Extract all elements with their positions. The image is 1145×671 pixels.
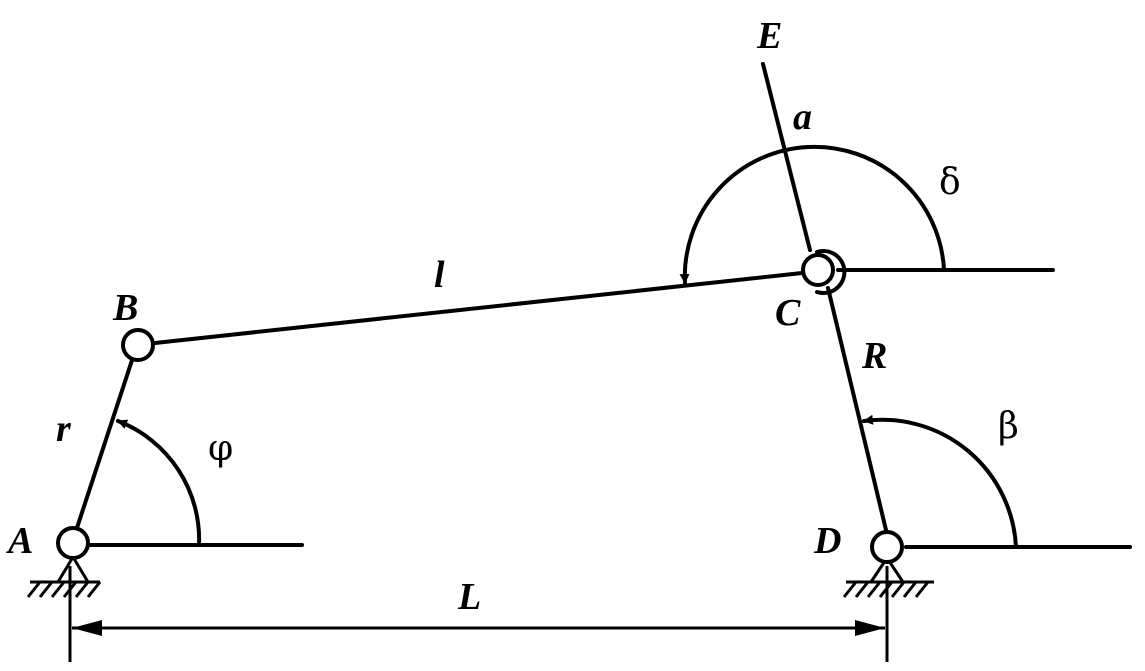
label-link-a: a (793, 96, 812, 138)
dimension-arrow-right (855, 620, 885, 636)
label-point-a: A (6, 520, 33, 562)
joint-c (801, 253, 835, 287)
label-point-d: D (813, 520, 841, 562)
dimension-arrow-left (72, 620, 102, 636)
arc-delta (679, 144, 946, 285)
link-a (761, 62, 812, 252)
arc-phi (116, 419, 202, 547)
label-link-r: r (56, 408, 72, 450)
link-R (826, 286, 888, 532)
label-dimension-L: L (457, 576, 481, 618)
label-point-c: C (775, 292, 801, 334)
label-angle-beta: β (998, 406, 1019, 447)
label-point-b: B (112, 287, 138, 329)
label-angle-delta: δ (939, 162, 961, 203)
label-link-R: R (861, 335, 887, 377)
joint-d (870, 530, 904, 564)
label-angle-phi: φ (208, 428, 233, 469)
link-r (70, 343, 139, 545)
label-link-l: l (434, 254, 445, 296)
joint-c-outer (815, 249, 847, 295)
ground-support-a (26, 556, 102, 598)
joint-b (121, 328, 155, 362)
arc-beta (862, 414, 1018, 549)
joint-a (56, 526, 90, 560)
link-l (153, 271, 804, 345)
label-point-e: E (756, 15, 782, 57)
